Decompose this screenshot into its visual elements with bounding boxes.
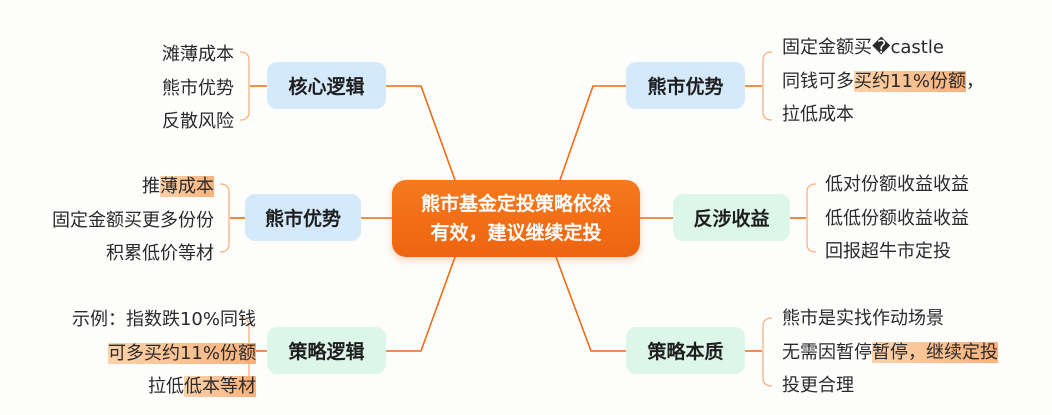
bracket bbox=[239, 51, 250, 121]
branch-strategy-logic[interactable]: 策略逻辑 bbox=[267, 327, 386, 374]
bracket bbox=[806, 183, 817, 253]
leaf-text: 滩薄成本 bbox=[162, 44, 234, 65]
bracket bbox=[762, 317, 773, 387]
leaf-item[interactable]: 低对份额收益收益 bbox=[825, 168, 969, 202]
leaf-text: 熊市优势 bbox=[162, 77, 234, 99]
leaves-returns: 低对份额收益收益低低份额收益收益回报超牛市定投 bbox=[825, 168, 969, 269]
leaf-text: ， bbox=[966, 70, 985, 92]
central-topic[interactable]: 熊市基金定投策略依然 有效，建议继续定投 bbox=[392, 180, 640, 257]
leaf-item[interactable]: 熊市是实找作动场景 bbox=[782, 302, 998, 336]
leaf-item[interactable]: 拉低成本 bbox=[782, 98, 984, 132]
leaves-core-logic: 滩薄成本熊市优势反散风险 bbox=[162, 38, 234, 139]
bracket bbox=[219, 183, 230, 253]
leaves-strategy-logic: 示例：指数跌10%同钱可多买约11%份额拉低低本等材 bbox=[72, 303, 256, 404]
central-topic-line1: 熊市基金定投策略依然 bbox=[420, 192, 611, 215]
highlighted-text: 薄成本 bbox=[160, 176, 214, 197]
branch-right-bear-advantage[interactable]: 熊市优势 bbox=[626, 62, 745, 109]
leaf-text: 积累低价等材 bbox=[106, 243, 214, 264]
leaf-text: 固定金额买更多份份 bbox=[52, 209, 214, 231]
leaf-item[interactable]: 推薄成本 bbox=[52, 170, 214, 204]
leaves-strategy-essence: 熊市是实找作动场景无需因暂停暂停，继续定投投更合理 bbox=[782, 302, 998, 403]
leaf-text: 拉低 bbox=[148, 376, 184, 397]
highlighted-text: 买约11%份额 bbox=[854, 70, 967, 92]
branch-returns[interactable]: 反涉收益 bbox=[673, 194, 790, 241]
leaf-item[interactable]: 滩薄成本 bbox=[162, 38, 234, 72]
highlighted-text: 低本等材 bbox=[184, 376, 256, 397]
leaf-text: 熊市是实找作动场景 bbox=[782, 308, 944, 329]
leaf-item[interactable]: 同钱可多买约11%份额， bbox=[782, 65, 984, 99]
leaf-text: 同钱可多 bbox=[782, 70, 854, 92]
link-right-bear-advantage bbox=[559, 85, 626, 181]
leaf-item[interactable]: 回报超牛市定投 bbox=[825, 235, 969, 269]
leaf-text: 推 bbox=[142, 176, 160, 197]
leaf-item[interactable]: 固定金额买更多份份 bbox=[52, 204, 214, 238]
leaf-item[interactable]: 积累低价等材 bbox=[52, 237, 214, 271]
leaves-left-bear-advantage: 推薄成本固定金额买更多份份积累低价等材 bbox=[52, 170, 214, 271]
leaf-item[interactable]: 投更合理 bbox=[782, 369, 998, 403]
leaf-text: 低对份额收益收益 bbox=[825, 174, 969, 195]
bracket bbox=[762, 51, 773, 121]
link-strategy-essence bbox=[555, 256, 626, 352]
leaf-item[interactable]: 反散风险 bbox=[162, 105, 234, 139]
leaf-item[interactable]: 可多买约11%份额 bbox=[72, 337, 256, 371]
branch-left-bear-advantage[interactable]: 熊市优势 bbox=[245, 194, 361, 241]
leaf-text: 固定金额买�castle bbox=[782, 37, 944, 58]
leaf-item[interactable]: 示例：指数跌10%同钱 bbox=[72, 303, 256, 337]
central-topic-line2: 有效，建议继续定投 bbox=[430, 221, 602, 244]
leaf-text: 低低份额收益收益 bbox=[825, 207, 969, 229]
leaf-text: 投更合理 bbox=[782, 375, 854, 396]
link-core-logic bbox=[386, 85, 456, 181]
leaf-item[interactable]: 固定金额买�castle bbox=[782, 31, 984, 65]
leaf-item[interactable]: 熊市优势 bbox=[162, 72, 234, 106]
highlighted-text: 暂停，继续定投 bbox=[872, 341, 998, 363]
leaf-item[interactable]: 拉低低本等材 bbox=[72, 370, 256, 404]
branch-strategy-essence[interactable]: 策略本质 bbox=[626, 327, 745, 374]
leaf-text: 回报超牛市定投 bbox=[825, 241, 951, 262]
leaf-text: 示例：指数跌10%同钱 bbox=[71, 309, 256, 330]
highlighted-text: 可多买约11%份额 bbox=[107, 342, 256, 364]
link-strategy-logic bbox=[386, 256, 456, 352]
leaf-text: 反散风险 bbox=[162, 111, 234, 132]
branch-core-logic[interactable]: 核心逻辑 bbox=[267, 62, 386, 109]
leaf-text: 无需因暂停 bbox=[782, 341, 872, 363]
leaf-text: 拉低成本 bbox=[782, 104, 854, 125]
leaf-item[interactable]: 无需因暂停暂停，继续定投 bbox=[782, 336, 998, 370]
leaves-right-bear-advantage: 固定金额买�castle 同钱可多买约11%份额， 拉低成本 bbox=[782, 31, 984, 132]
leaf-item[interactable]: 低低份额收益收益 bbox=[825, 202, 969, 236]
